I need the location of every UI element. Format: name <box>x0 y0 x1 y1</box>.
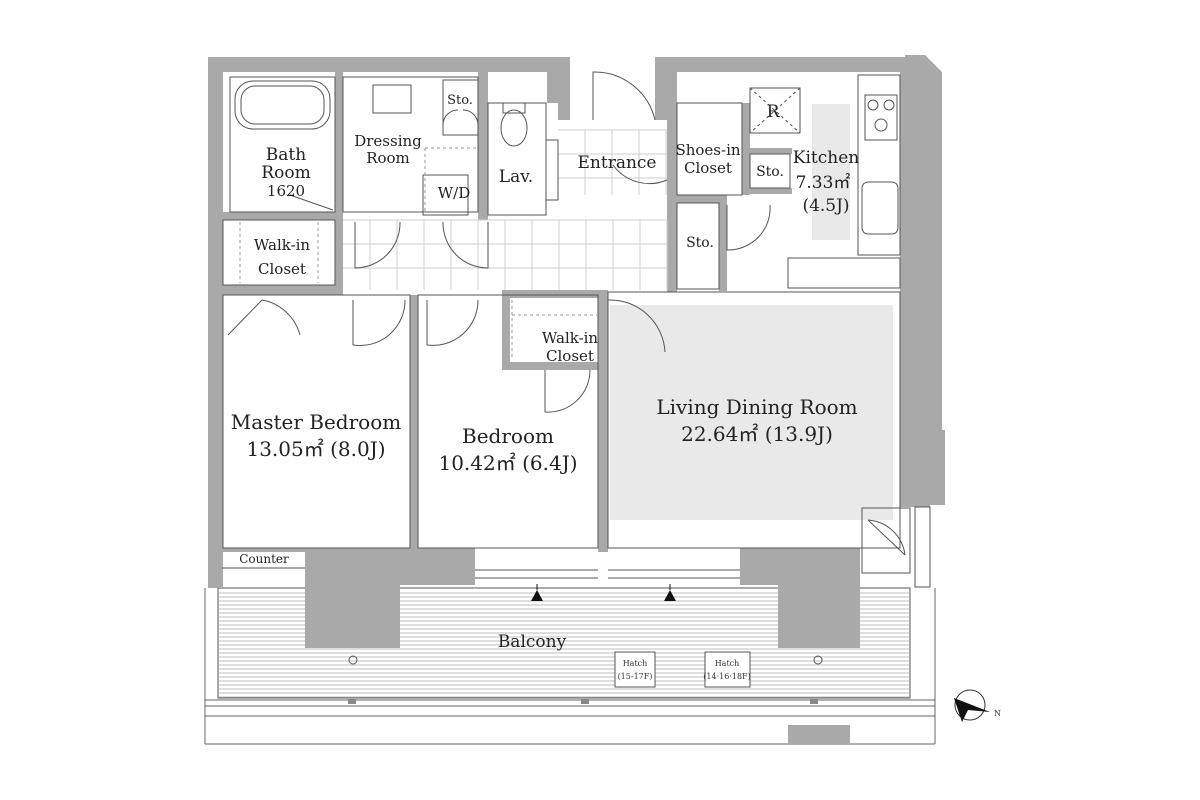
kitchen-area: 7.33㎡ <box>796 173 851 193</box>
living-dining-area: 22.64㎡ (13.9J) <box>681 422 833 446</box>
kitchen-storage-label: Sto. <box>756 164 784 180</box>
hatch-box-2 <box>704 651 751 688</box>
master-bedroom-name: Master Bedroom <box>231 410 401 434</box>
kitchen-jo: (4.5J) <box>802 196 849 216</box>
kitchen-counter-shade <box>812 104 850 240</box>
north-label: N <box>994 709 1001 718</box>
counter-label: Counter <box>239 552 289 566</box>
balcony-label: Balcony <box>498 632 567 652</box>
living-dining-name: Living Dining Room <box>656 395 857 419</box>
walls <box>208 55 945 648</box>
living-floor-shade <box>610 305 893 520</box>
bath-room-label: Room <box>261 163 310 183</box>
hatch-box-1 <box>614 651 656 688</box>
dressing-room-label: Room <box>366 149 410 167</box>
closet-rails <box>239 147 598 360</box>
shoes-closet-label: Closet <box>684 159 732 177</box>
kitchen-label: Kitchen <box>793 148 859 168</box>
north-compass-icon <box>954 689 990 722</box>
bedroom-name: Bedroom <box>462 424 554 448</box>
shoes-in-label: Shoes-in <box>675 141 740 159</box>
washer-dryer-label: W/D <box>438 184 471 202</box>
door-swings <box>227 71 906 556</box>
lavatory-label: Lav. <box>499 167 533 187</box>
dressing-label: Dressing <box>354 132 422 150</box>
hatch-1-label: Hatch <box>623 659 648 668</box>
hall-storage-label: Sto. <box>686 235 714 251</box>
entry-arrows <box>531 584 676 601</box>
walkin-closet-2-label-2: Closet <box>546 347 594 365</box>
refrigerator-label: R <box>767 102 781 122</box>
hatch-2-label: Hatch <box>715 659 740 668</box>
bedroom-area: 10.42㎡ (6.4J) <box>438 451 577 475</box>
entrance-label: Entrance <box>578 153 657 173</box>
walkin-closet-1-label-2: Closet <box>258 260 306 278</box>
master-bedroom-area: 13.05㎡ (8.0J) <box>246 437 385 461</box>
room-outlines <box>222 76 911 579</box>
hallway-tiles <box>343 129 668 290</box>
bath-size: 1620 <box>267 182 305 200</box>
storage-top-label: Sto. <box>447 93 473 108</box>
walkin-closet-2-label: Walk-in <box>542 329 599 347</box>
walkin-closet-1-label: Walk-in <box>254 236 311 254</box>
hatch-2-floors: (14·16·18F) <box>703 672 750 681</box>
hatch-1-floors: (15-17F) <box>618 672 653 681</box>
bath-title: Bath <box>266 145 306 165</box>
